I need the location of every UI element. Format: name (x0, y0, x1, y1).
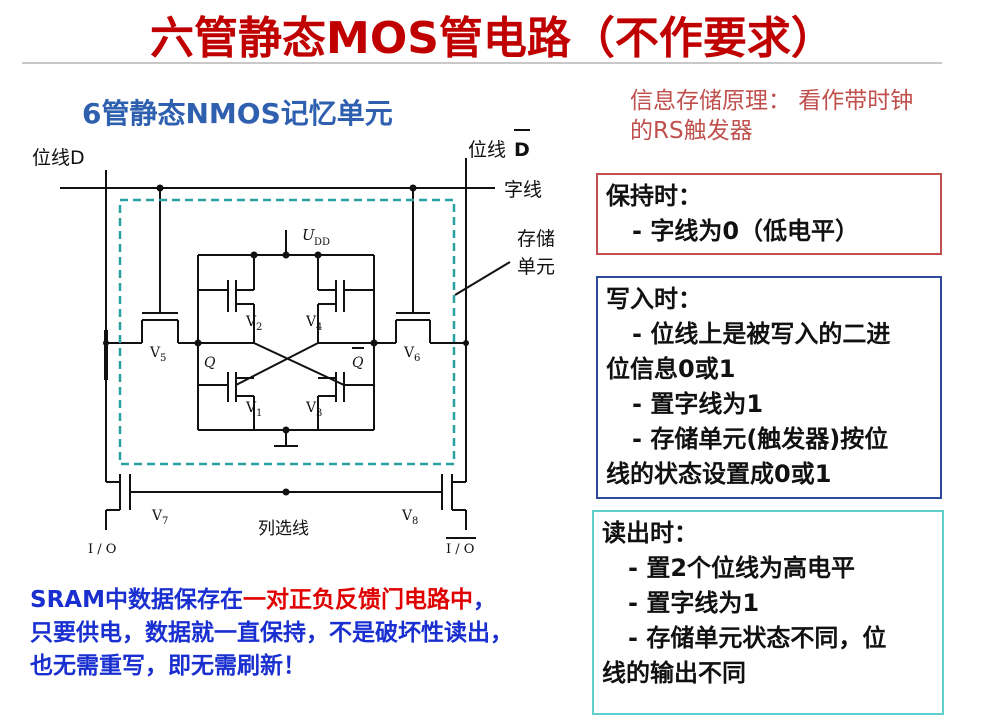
sram-note: SRAM中数据保存在一对正负反馈门电路中， 只要供电，数据就一直保持，不是破坏性… (30, 584, 513, 683)
read-state-box: 读出时： - 置2个位线为高电平 - 置字线为1 - 存储单元状态不同，位 线的… (592, 510, 944, 715)
note-line1-c: ， (472, 587, 496, 613)
svg-text:7: 7 (162, 516, 168, 527)
v7-label: V (151, 508, 163, 524)
write-line: 位信息0或1 (606, 355, 736, 383)
svg-text:8: 8 (412, 516, 418, 527)
v2-label: V (245, 314, 257, 330)
column-select-label: 列选线 (258, 519, 309, 539)
title-divider (22, 62, 942, 64)
svg-text:1: 1 (256, 408, 262, 419)
note-line3: 也无需重写，即无需刷新！ (30, 653, 306, 679)
io-bar-label: I / O (446, 542, 474, 557)
write-heading: 写入时： (606, 285, 702, 313)
bitline-dbar-label-prefix: 位线 (468, 139, 506, 161)
q-label: Q (204, 355, 216, 371)
v1-label: V (245, 400, 257, 416)
hold-state-box: 保持时： - 字线为0（低电平） (596, 173, 942, 255)
read-line: - 存储单元状态不同，位 (628, 624, 887, 652)
storage-principle: 信息存储原理： 看作带时钟的RS触发器 (630, 88, 914, 144)
io-label: I / O (88, 542, 116, 557)
write-line: 线的状态设置成0或1 (606, 460, 832, 488)
hold-heading: 保持时： (606, 182, 702, 210)
write-line: - 置字线为1 (632, 390, 764, 418)
v3-label: V (305, 400, 317, 416)
svg-text:4: 4 (316, 322, 322, 333)
svg-text:2: 2 (256, 322, 262, 333)
udd-subscript: DD (314, 237, 330, 248)
note-line1-a: SRAM中数据保存在 (30, 587, 243, 613)
diagram-subtitle: 6管静态NMOS记忆单元 (82, 97, 393, 130)
read-line: 线的输出不同 (602, 659, 746, 687)
note-line2: 只要供电，数据就一直保持，不是破坏性读出， (30, 620, 513, 646)
read-line: - 置2个位线为高电平 (628, 554, 856, 582)
write-state-box: 写入时： - 位线上是被写入的二进 位信息0或1 - 置字线为1 - 存储单元(… (596, 276, 942, 499)
v4-label: V (305, 314, 317, 330)
v6-label: V (403, 345, 415, 361)
bitline-dbar-letter: D (514, 139, 530, 161)
svg-text:5: 5 (160, 353, 166, 364)
bitline-d-label: 位线D (32, 147, 85, 169)
read-heading: 读出时： (602, 519, 698, 547)
hold-item: - 字线为0（低电平） (632, 217, 860, 245)
read-line: - 置字线为1 (628, 589, 760, 617)
storage-cell-label-1: 存储 (517, 228, 555, 250)
write-line: - 位线上是被写入的二进 (632, 320, 891, 348)
note-highlight: 一对正负反馈门电路中 (242, 587, 473, 613)
page-title: 六管静态MOS管电路（不作要求） (150, 13, 835, 64)
q-bar-label: Q (352, 355, 364, 371)
write-line: - 存储单元(触发器)按位 (632, 425, 889, 453)
storage-cell-label-2: 单元 (517, 256, 555, 278)
svg-text:6: 6 (414, 353, 420, 364)
v8-label: V (401, 508, 413, 524)
svg-text:3: 3 (316, 408, 322, 419)
word-line-label: 字线 (504, 179, 542, 201)
udd-label: U (302, 226, 316, 244)
v5-label: V (149, 345, 161, 361)
